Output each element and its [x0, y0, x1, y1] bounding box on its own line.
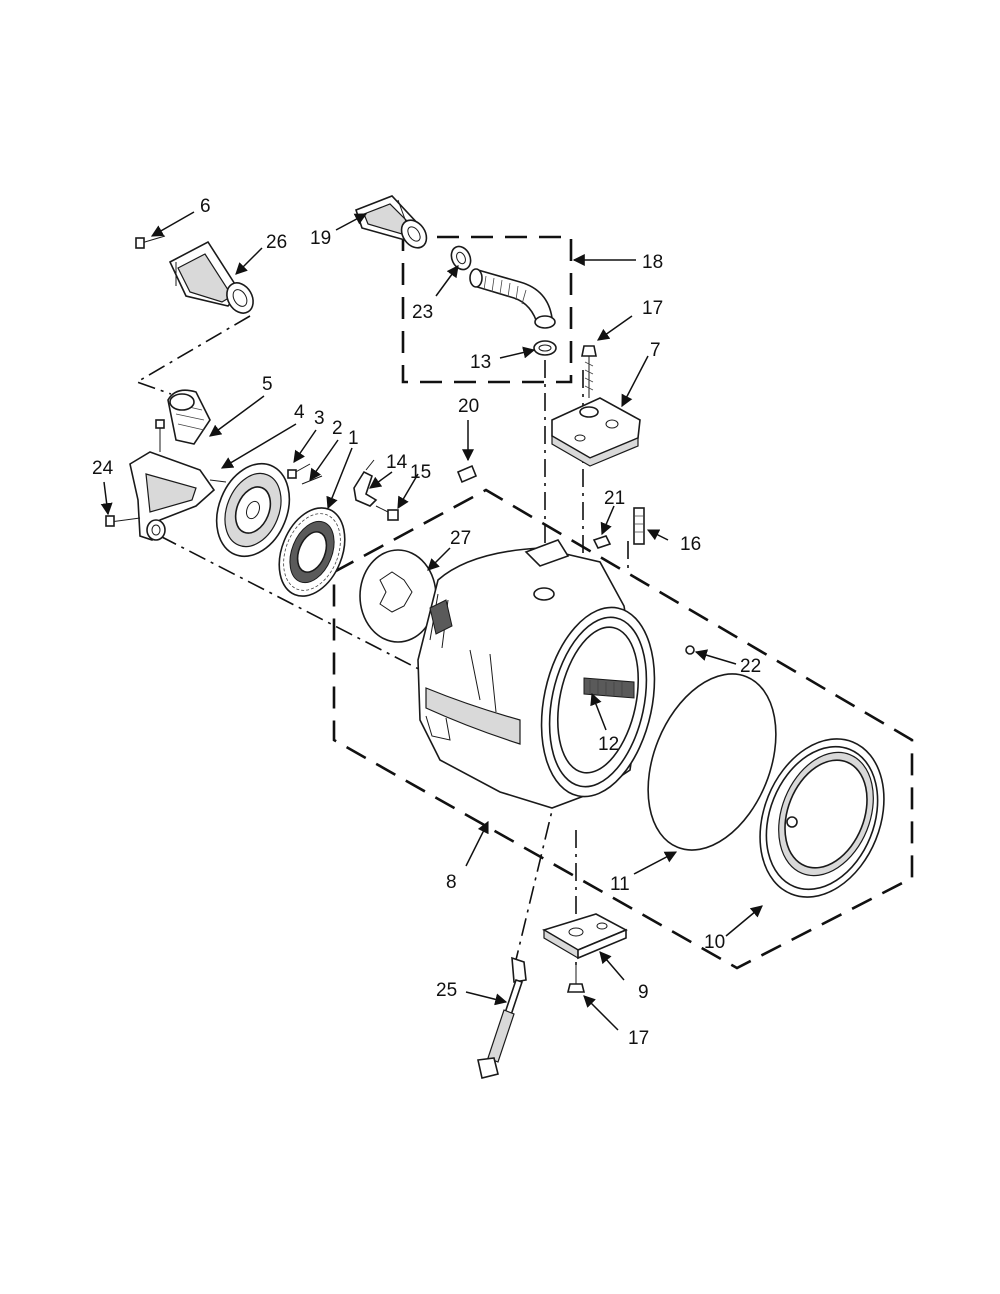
callout-26: 26	[266, 232, 287, 253]
bolt-part-17-top[interactable]	[581, 345, 597, 398]
callout-6: 6	[200, 196, 211, 217]
bolt-part-3[interactable]	[287, 463, 311, 479]
tub-assembly-boundary	[332, 488, 914, 970]
callout-24: 24	[92, 458, 114, 479]
drain-hose-assembly-boundary	[401, 235, 573, 384]
callout-3: 3	[314, 408, 325, 429]
callout-17-bottom: 17	[628, 1028, 649, 1049]
screw-part-6[interactable]	[135, 235, 166, 249]
callout-27: 27	[450, 528, 471, 549]
damper-center-line	[513, 789, 558, 969]
callout-11: 11	[610, 874, 630, 895]
bracket-part-9[interactable]	[542, 913, 628, 960]
hose-adapter-part-19[interactable]	[355, 195, 432, 253]
callout-17-top: 17	[642, 298, 663, 319]
bolt-part-15[interactable]	[375, 505, 399, 521]
hose-adapter-part-26[interactable]	[168, 240, 258, 318]
damper-part-25[interactable]	[477, 956, 527, 1079]
callout-8: 8	[446, 872, 457, 893]
bracket-part-7[interactable]	[551, 397, 641, 467]
stator-part-1[interactable]	[267, 498, 357, 606]
callout-14: 14	[386, 452, 408, 473]
hose-connection-line	[135, 315, 251, 395]
callout-10: 10	[704, 932, 725, 953]
callout-18: 18	[642, 252, 663, 273]
hose-elbow-part-5[interactable]	[167, 389, 211, 445]
callout-22: 22	[740, 656, 761, 677]
bolt-part-17-bottom[interactable]	[566, 964, 586, 993]
callout-2: 2	[332, 418, 343, 439]
drain-hose-part-18[interactable]	[469, 268, 556, 329]
rotor-part-4[interactable]	[203, 453, 302, 567]
callout-21: 21	[604, 488, 625, 509]
callout-23: 23	[412, 302, 433, 323]
callout-25: 25	[436, 980, 457, 1001]
clamp-part-23[interactable]	[448, 243, 474, 272]
clip-part-21[interactable]	[592, 535, 612, 549]
callout-5: 5	[262, 374, 273, 395]
clamp-part-13[interactable]	[533, 340, 557, 356]
callout-20: 20	[458, 396, 479, 417]
screw-part-22[interactable]	[685, 645, 695, 655]
harness-part-14[interactable]	[353, 459, 378, 507]
pump-center-line	[159, 535, 441, 681]
leader-lines	[100, 211, 763, 1031]
callout-9: 9	[638, 982, 649, 1003]
bezel-part-10[interactable]	[738, 720, 907, 916]
callout-7: 7	[650, 340, 661, 361]
callout-16: 16	[680, 534, 701, 555]
pump-part-24[interactable]	[105, 419, 216, 541]
callout-labels: 6 26 19 18 23 13 17 7 20 21 16 22 5 4 3 …	[92, 196, 761, 1049]
sensor-part-16[interactable]	[633, 507, 645, 545]
seal-part-11[interactable]	[624, 655, 800, 869]
callout-15: 15	[410, 462, 431, 483]
callout-12: 12	[598, 734, 619, 755]
callout-19: 19	[310, 228, 331, 249]
callout-4: 4	[294, 402, 305, 423]
seal-part-27[interactable]	[359, 549, 437, 643]
callout-1: 1	[348, 428, 359, 449]
callout-13: 13	[470, 352, 491, 373]
clip-part-20[interactable]	[456, 464, 478, 484]
